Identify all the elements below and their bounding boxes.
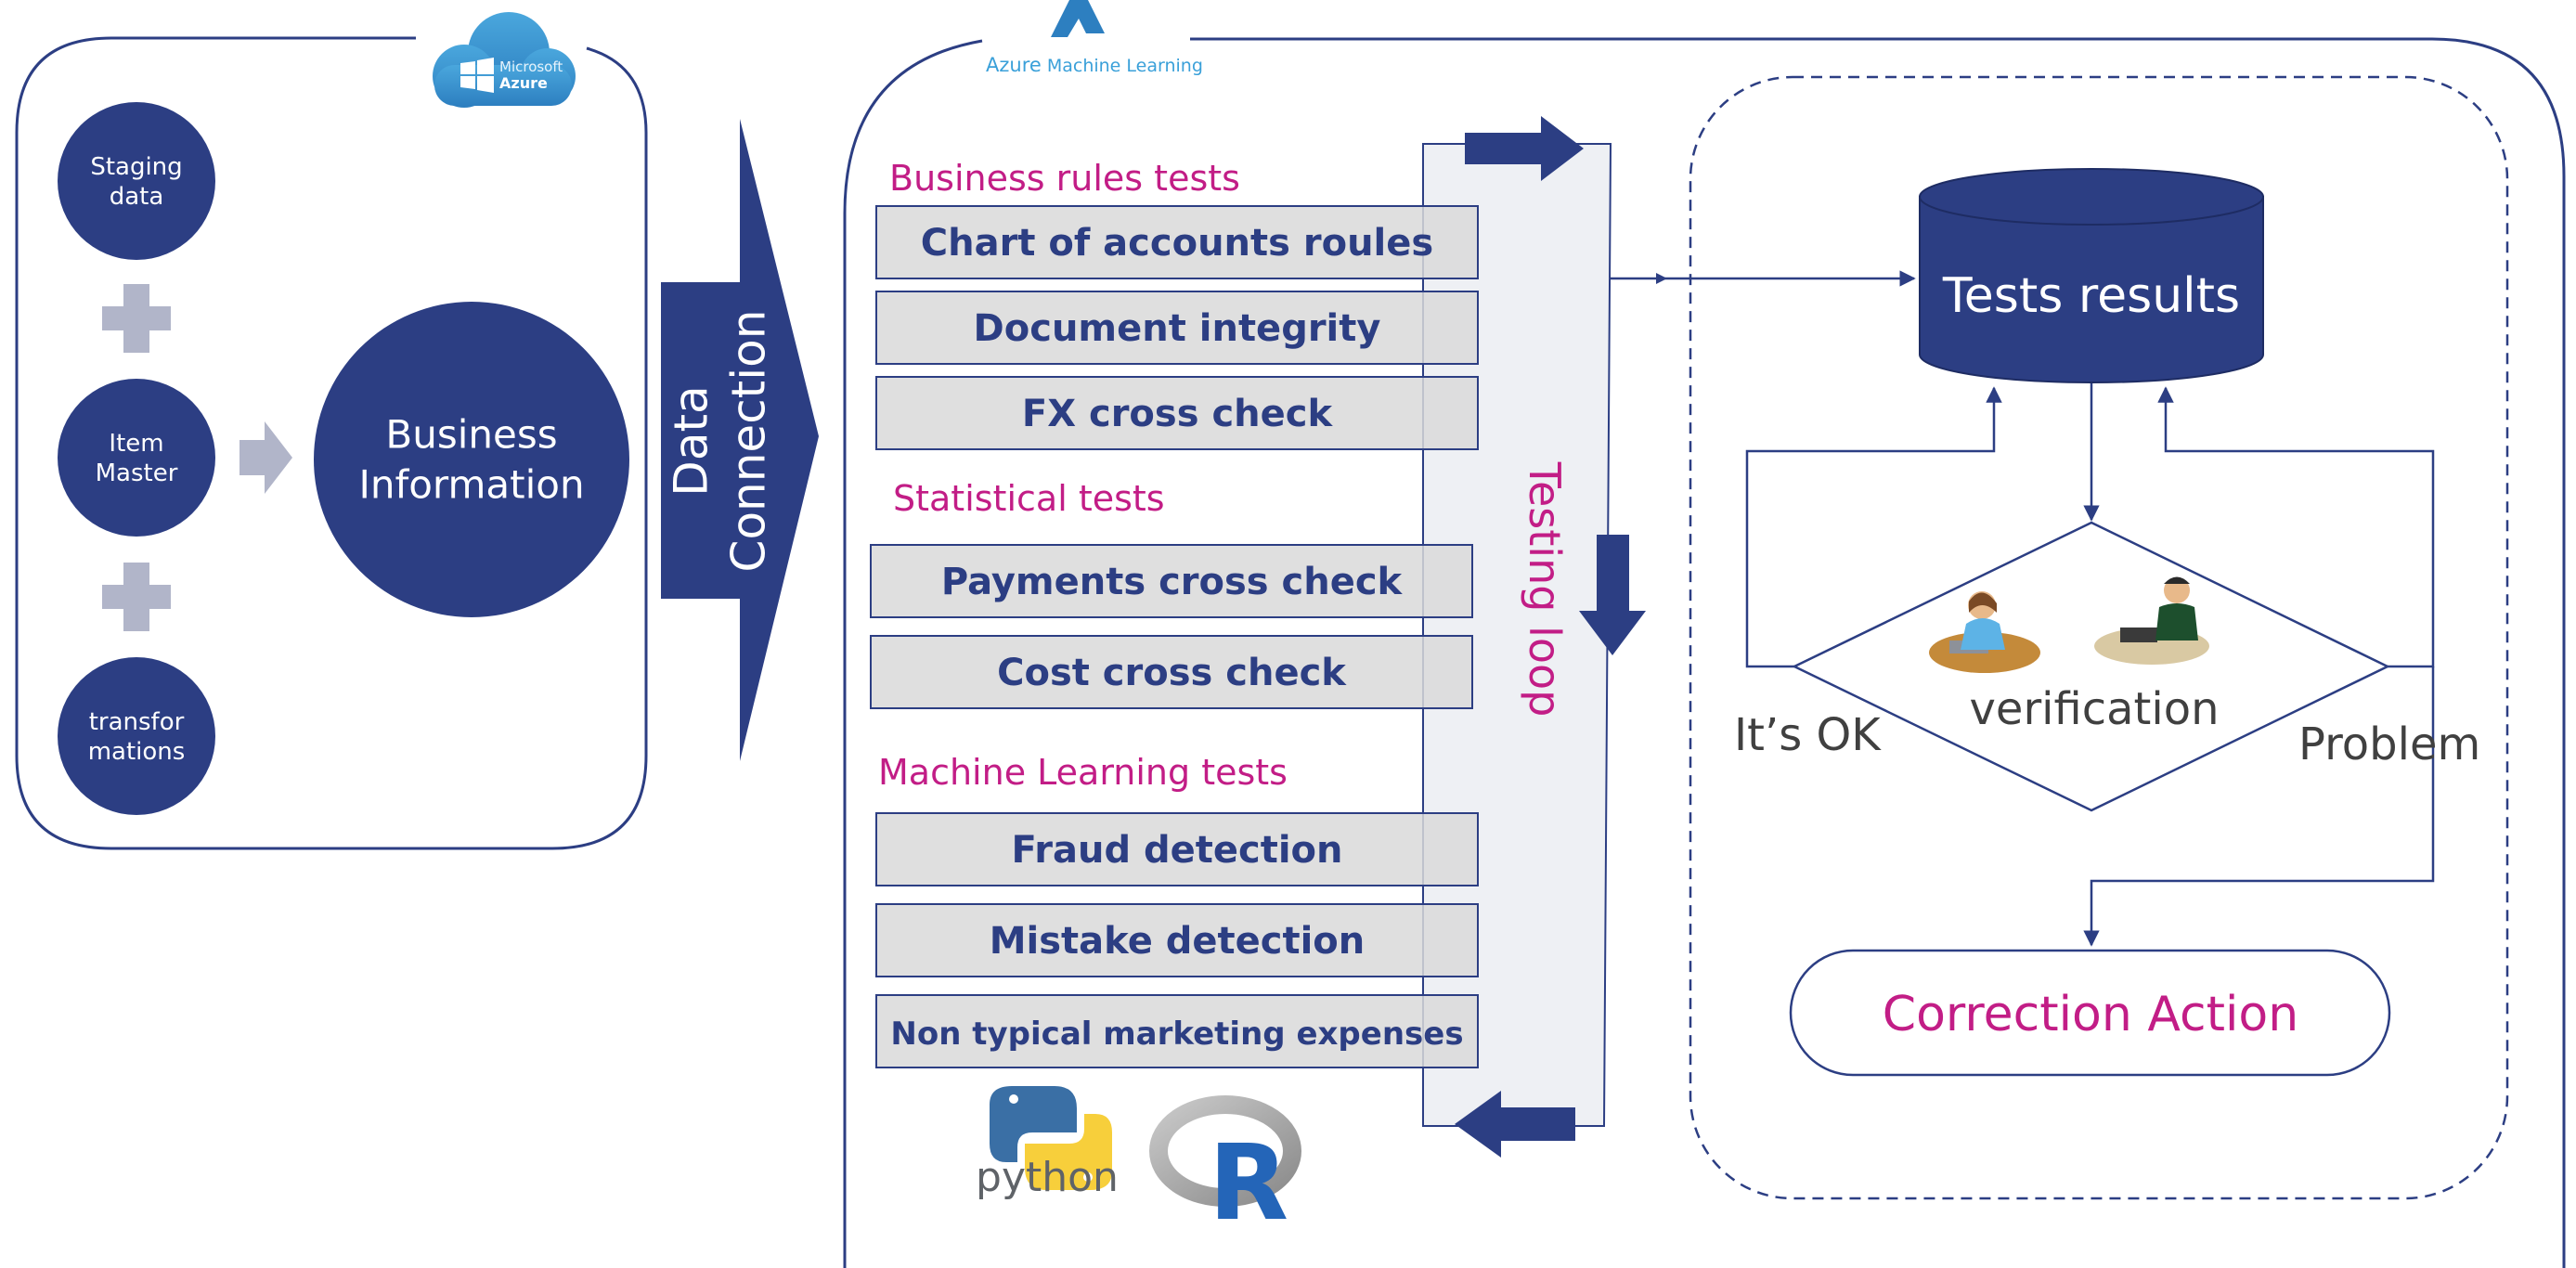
test-item-label: Cost cross check bbox=[997, 652, 1347, 694]
test-item-label: FX cross check bbox=[1022, 393, 1334, 435]
problem-label: Problem bbox=[2298, 718, 2480, 770]
azure-ml-rest: Machine Learning bbox=[1042, 56, 1203, 76]
results-dashed-frame bbox=[1689, 75, 2509, 1200]
azure-ml-logo: Azure Machine Learning bbox=[986, 0, 1203, 76]
azure-ml-frame bbox=[843, 37, 2566, 1268]
data-connection-arrow: DataConnection bbox=[661, 119, 819, 761]
test-item-label: Document integrity bbox=[974, 307, 1381, 350]
text-line: data bbox=[110, 183, 164, 211]
plus-icon bbox=[102, 284, 171, 353]
test-item-label: Mistake detection bbox=[990, 920, 1366, 963]
python-logo-text: python bbox=[976, 1154, 1119, 1201]
connector bbox=[2083, 666, 2435, 947]
azure-ml-label: Azure Machine Learning bbox=[986, 54, 1203, 76]
test-item-box bbox=[870, 544, 1473, 618]
test-item-label: Payments cross check bbox=[941, 561, 1404, 603]
loop-arrow-down-icon bbox=[1579, 535, 1646, 655]
man-at-desk-icon bbox=[2094, 576, 2209, 665]
plus-icon bbox=[102, 563, 171, 631]
left-panel-frame bbox=[15, 36, 648, 850]
connector-tip bbox=[1656, 273, 1667, 284]
test-group-title: Machine Learning tests bbox=[878, 752, 1288, 793]
azure-ml-brand: Azure bbox=[986, 54, 1042, 76]
text-line: Data bbox=[665, 385, 718, 496]
python-logo: python bbox=[976, 1086, 1119, 1201]
cloud-logo-line2: Azure bbox=[499, 74, 548, 92]
connector bbox=[1745, 386, 2002, 668]
woman-at-desk-icon bbox=[1929, 591, 2040, 673]
windows-icon bbox=[460, 58, 494, 93]
text-line: transfor bbox=[89, 708, 185, 736]
r-logo: R bbox=[1149, 1095, 1301, 1244]
loop-arrow-right-icon bbox=[1465, 116, 1584, 181]
test-item-box bbox=[875, 291, 1479, 365]
verification-label: verification bbox=[1970, 683, 2220, 735]
connector bbox=[2157, 386, 2435, 668]
cloud-logo-line1: Microsoft bbox=[499, 58, 563, 75]
tests-results-database: Tests results bbox=[1919, 168, 2264, 383]
test-item-label: Chart of accounts roules bbox=[921, 222, 1433, 265]
test-group-title: Business rules tests bbox=[889, 158, 1240, 199]
correction-action-node: Correction Action bbox=[1789, 949, 2391, 1077]
text-line: Master bbox=[96, 459, 178, 487]
text-line: mations bbox=[88, 738, 186, 766]
test-item-label: Fraud detection bbox=[1011, 829, 1342, 872]
text-line: Item bbox=[109, 430, 163, 458]
azure-ml-icon bbox=[1051, 0, 1105, 37]
test-item-label: Non typical marketing expenses bbox=[890, 1016, 1463, 1053]
loop-arrow-left-icon bbox=[1455, 1091, 1575, 1158]
correction-action-label: Correction Action bbox=[1883, 987, 2298, 1042]
tests-results-label: Tests results bbox=[1942, 268, 2240, 324]
test-item-box bbox=[875, 812, 1479, 886]
test-group-title: Statistical tests bbox=[893, 478, 1165, 519]
text-line: Business bbox=[385, 412, 557, 458]
test-item-box bbox=[875, 205, 1479, 279]
text-line: Staging bbox=[90, 153, 182, 181]
test-item-box bbox=[870, 635, 1473, 709]
test-item-box bbox=[875, 376, 1479, 450]
testing-loop-label: Testing loop bbox=[1520, 461, 1570, 718]
test-item-box bbox=[875, 994, 1479, 1068]
text-line: Connection bbox=[722, 310, 776, 573]
test-item-box bbox=[875, 903, 1479, 977]
r-logo-text: R bbox=[1209, 1123, 1288, 1244]
data-connection-label: DataConnection bbox=[665, 310, 776, 573]
ok-label: It’s OK bbox=[1734, 709, 1882, 761]
verification-decision: verification bbox=[1792, 521, 2390, 812]
flow-arrow-icon bbox=[239, 421, 292, 494]
azure-cloud-logo: Microsoft Azure bbox=[433, 12, 576, 108]
text-line: Information bbox=[358, 462, 584, 508]
